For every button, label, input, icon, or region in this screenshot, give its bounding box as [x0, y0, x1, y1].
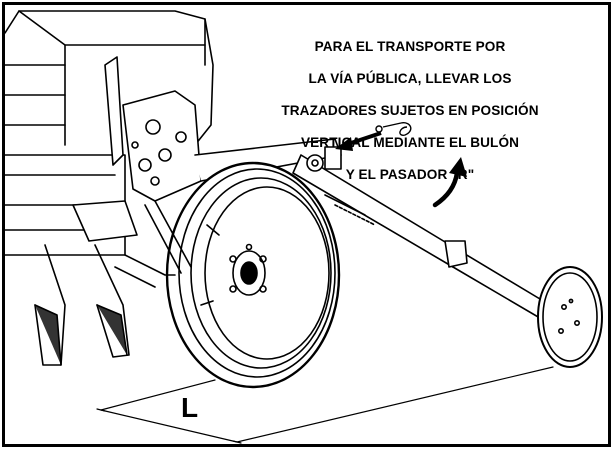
drive-wheel	[165, 161, 341, 389]
rotation-arrow-icon	[432, 157, 467, 208]
notice-line: PARA EL TRANSPORTE POR	[314, 39, 506, 54]
marker-disc	[537, 266, 603, 368]
transport-notice: PARA EL TRANSPORTE POR LA VÍA PÚBLICA, L…	[255, 23, 565, 199]
dimension-lines	[96, 366, 554, 444]
notice-line: VERTICAL MEDIANTE EL BULÓN	[300, 135, 520, 150]
pin-arrow-icon	[335, 131, 382, 151]
r-pin-icon	[375, 122, 412, 136]
notice-line: Y EL PASADOR "R"	[345, 167, 475, 182]
dimension-label: L	[181, 392, 199, 423]
gearbox	[104, 56, 202, 202]
notice-line: LA VÍA PÚBLICA, LLEVAR LOS	[308, 71, 512, 86]
seed-drill-illustration	[5, 10, 603, 444]
coulters	[34, 200, 192, 366]
notice-line: TRAZADORES SUJETOS EN POSICIÓN	[281, 103, 539, 118]
